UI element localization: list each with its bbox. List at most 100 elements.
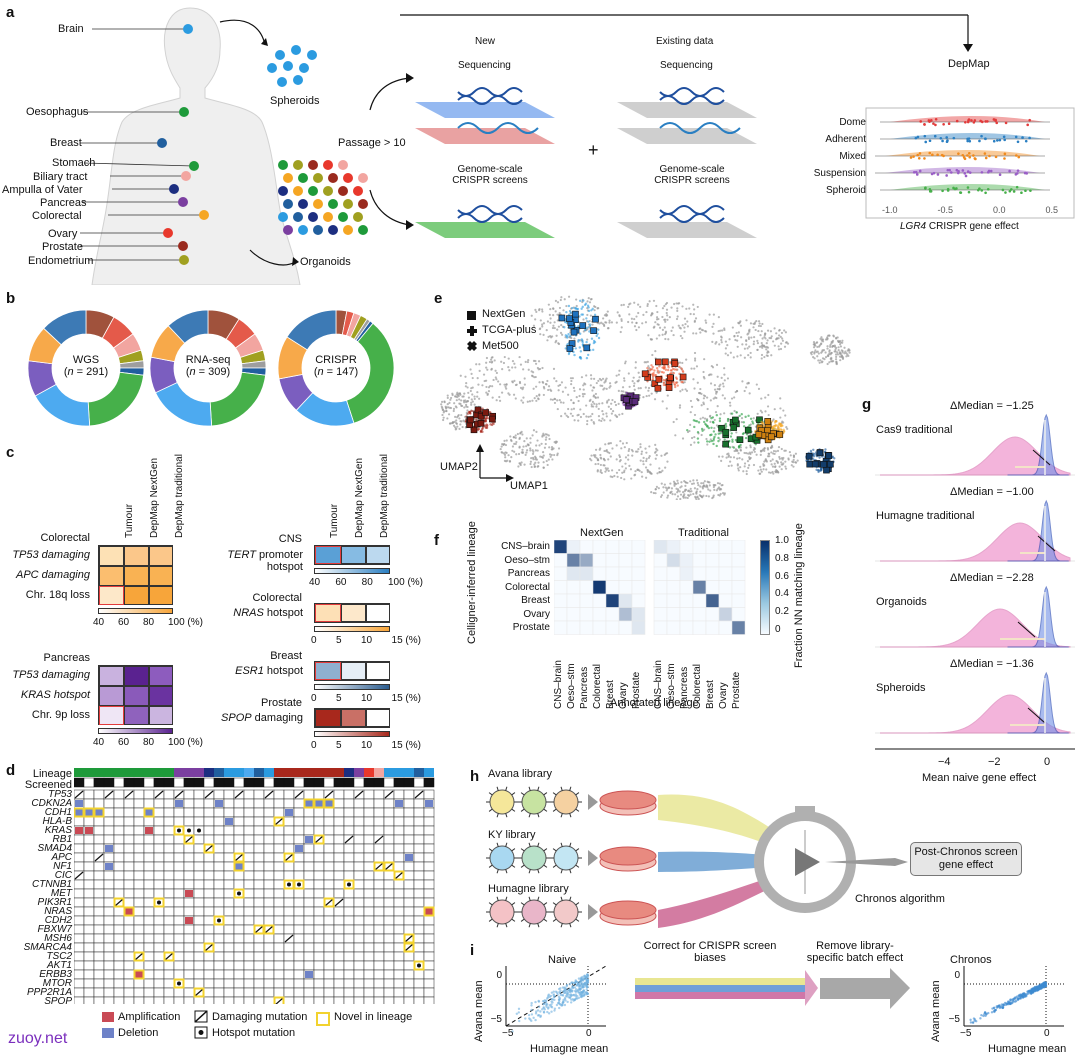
donut-slice — [346, 322, 395, 424]
screened-cell — [293, 777, 305, 788]
onco-cell — [263, 870, 275, 881]
naive-point — [585, 990, 588, 994]
onco-cell — [323, 834, 335, 845]
f-cell — [692, 566, 707, 581]
onco-cell — [353, 960, 365, 971]
chronos-point — [1012, 998, 1015, 1001]
seq-plane-existing-dna — [617, 102, 757, 118]
chronos-point — [1015, 999, 1018, 1003]
naive-point — [568, 983, 572, 986]
onco-cell — [193, 897, 205, 908]
seq-plane-new-rna — [415, 128, 555, 144]
onco-cell — [253, 789, 265, 800]
gene-label: RB1 — [52, 834, 72, 845]
nextgen-marker — [755, 431, 763, 438]
onco-cell — [213, 978, 225, 989]
damaging-mark — [384, 862, 394, 871]
crispr-plane-new — [415, 222, 555, 238]
onco-cell — [343, 861, 355, 872]
density-plots — [875, 413, 1075, 750]
onco-cell — [103, 870, 115, 881]
onco-cell — [303, 843, 315, 854]
onco-cell — [343, 996, 355, 1004]
onco-cell — [133, 996, 145, 1004]
onco-cell — [193, 942, 205, 953]
umap-legend-nextgen: NextGen — [482, 308, 526, 320]
naive-point — [572, 993, 575, 997]
onco-cell — [343, 960, 355, 971]
onco-cell — [93, 933, 105, 944]
amplification-mark — [185, 890, 193, 897]
screened-cell — [213, 777, 225, 788]
f-cell — [666, 593, 681, 608]
f-col-label: Pancreas — [579, 666, 590, 709]
onco-cell — [133, 852, 145, 863]
onco-cell — [383, 960, 395, 971]
onco-cell — [143, 861, 155, 872]
heatmap-spop — [314, 708, 390, 728]
onco-cell — [173, 852, 185, 863]
i-naive-ytick-5: −5 — [490, 1014, 502, 1025]
colorbar-spop — [314, 731, 390, 737]
onco-cell — [233, 942, 245, 953]
onco-cell — [243, 897, 255, 908]
onco-cell — [363, 816, 375, 827]
naive-point — [568, 993, 571, 997]
onco-cell — [353, 843, 365, 854]
onco-cell — [363, 933, 375, 944]
amplification-mark — [425, 908, 433, 915]
onco-cell — [93, 924, 105, 935]
damaging-mark — [94, 853, 104, 862]
f-title-nextgen: NextGen — [580, 527, 624, 539]
onco-cell — [363, 879, 375, 890]
f-heatmaps — [554, 540, 746, 635]
onco-cell — [74, 879, 85, 890]
onco-cell — [323, 825, 335, 836]
onco-cell — [293, 861, 305, 872]
chronos-point — [1001, 1006, 1005, 1010]
f-cell — [705, 580, 720, 595]
onco-cell — [233, 870, 245, 881]
gene-label: HLA-B — [42, 816, 72, 827]
onco-cell — [253, 987, 265, 998]
c-colorectal-row1: TP53 damaging — [12, 549, 90, 561]
onco-cell — [363, 789, 375, 800]
i-scatter-plots — [505, 965, 1064, 1033]
library-cell — [521, 845, 547, 871]
donut-charts — [27, 309, 395, 427]
depmap-label: DepMap — [948, 58, 990, 70]
onco-cell — [173, 987, 185, 998]
onco-cell — [403, 834, 415, 845]
naive-point — [579, 984, 582, 988]
gene-label: NRAS — [44, 906, 72, 917]
i-naive-ylabel: Avana mean — [473, 980, 485, 1042]
panel-label-g: g — [862, 396, 872, 413]
f-cell — [679, 553, 694, 568]
novel-mark — [313, 834, 325, 845]
deletion-mark — [85, 809, 93, 816]
onco-cell — [113, 861, 125, 872]
f-cell — [605, 553, 620, 568]
deletion-mark — [425, 800, 433, 807]
deletion-mark — [75, 800, 83, 807]
onco-cell — [163, 942, 175, 953]
onco-cell — [213, 807, 225, 818]
naive-point — [583, 981, 587, 985]
screened-cell — [163, 777, 175, 788]
f-cell — [554, 593, 568, 608]
naive-point — [586, 973, 589, 976]
deletion-mark — [225, 818, 233, 825]
onco-cell — [133, 816, 145, 827]
onco-cell — [413, 888, 425, 899]
naive-point — [565, 983, 569, 987]
onco-cell — [423, 987, 435, 998]
onco-cell — [113, 807, 125, 818]
onco-cell — [253, 861, 265, 872]
onco-cell — [353, 870, 365, 881]
onco-cell — [133, 924, 145, 935]
f-row-label: Pancreas — [507, 568, 550, 579]
onco-cell — [423, 861, 435, 872]
onco-cell — [173, 915, 185, 926]
naive-point — [545, 1005, 548, 1008]
onco-cell — [343, 987, 355, 998]
